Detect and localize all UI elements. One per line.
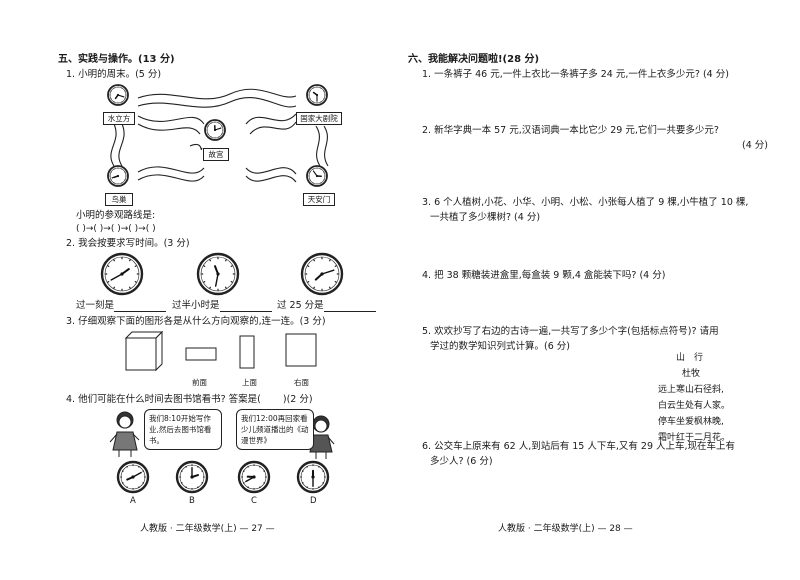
clock-icon	[204, 119, 226, 145]
problem-4-text: 4. 把 38 颗糖装进盒里,每盒装 9 颗,4 盒能装下吗? (4 分)	[422, 270, 666, 281]
problem-3-text: 3. 6 个人植树,小花、小华、小明、小松、小张每人植了 9 棵,小牛植了 10…	[422, 197, 749, 208]
half-hour-past-label: 过半小时是	[172, 300, 272, 312]
route-answer-line[interactable]: ( )→( )→( )→( )→( )	[76, 224, 156, 234]
quarter-past-label: 过一刻是	[76, 300, 167, 312]
poem-line: 远上寒山石径斜,	[658, 385, 724, 395]
answer-blank[interactable]	[219, 301, 272, 312]
clock-icon	[175, 460, 209, 497]
clock-icon	[237, 460, 271, 497]
place-label-palace-museum: 故宫	[203, 148, 229, 161]
poem-line: 霜叶红于二月花。	[658, 433, 731, 443]
place-label-birds-nest: 鸟巢	[105, 193, 133, 206]
place-label-national-theater: 国家大剧院	[296, 112, 342, 125]
poem-line: 白云生处有人家。	[658, 401, 731, 411]
problem-5-text-cont: 学过的数学知识列式计算。(6 分)	[430, 341, 570, 352]
option-a[interactable]: A	[130, 496, 136, 506]
section-5-title: 五、实践与操作。(13 分)	[58, 54, 175, 65]
left-page: 五、实践与操作。(13 分) 1. 小明的周末。(5 分) 水立方 故宫 国家大…	[58, 54, 376, 534]
25-min-past-label: 过 25 分是	[277, 300, 376, 312]
question-3-text: 3. 仔细观察下面的图形各是从什么方向观察的,连一连。(3 分)	[66, 316, 326, 327]
problem-6-text-cont: 多少人? (6 分)	[430, 456, 493, 467]
place-label-water-cube: 水立方	[103, 112, 135, 125]
problem-6-text: 6. 公交车上原来有 62 人,到站后有 15 人下车,又有 29 人上车,现在…	[422, 441, 736, 452]
poem-title: 山 行	[676, 353, 704, 363]
problem-5-text: 5. 欢欢抄写了右边的古诗一遍,一共写了多少个字(包括标点符号)? 请用	[422, 326, 719, 337]
section-6-title: 六、我能解决问题啦!(28 分)	[408, 54, 540, 65]
clock-icon	[300, 252, 344, 299]
clock-icon	[306, 84, 328, 110]
speech-bubble-left: 我们8:10开始写作业,然后去图书馆看书。	[144, 409, 222, 450]
girl-icon	[109, 411, 140, 457]
clock-icon	[107, 84, 129, 110]
clock-icon	[296, 460, 330, 497]
page-footer: 人教版 · 二年级数学(上) — 28 —	[498, 524, 633, 534]
poem-author: 杜牧	[682, 369, 701, 379]
route-label: 小明的参观路线是:	[76, 210, 156, 221]
right-page: 六、我能解决问题啦!(28 分) 1. 一条裤子 46 元,一件上衣比一条裤子多…	[400, 0, 800, 580]
view-label-front: 前面	[192, 378, 207, 387]
view-label-right: 右面	[294, 378, 309, 387]
problem-1-text: 1. 一条裤子 46 元,一件上衣比一条裤子多 24 元,一件上衣多少元? (4…	[422, 69, 729, 80]
page-footer: 人教版 · 二年级数学(上) — 27 —	[140, 524, 275, 534]
answer-blank[interactable]	[114, 301, 167, 312]
girl-icon	[306, 415, 335, 459]
view-shapes	[124, 330, 317, 372]
clock-icon	[100, 252, 144, 299]
answer-blank[interactable]	[323, 301, 376, 312]
clock-icon	[196, 252, 240, 299]
view-label-top: 上面	[242, 378, 257, 387]
option-d[interactable]: D	[310, 496, 317, 506]
route-map	[110, 88, 329, 183]
clock-icon	[116, 460, 150, 497]
problem-2-score: (4 分)	[742, 140, 768, 151]
question-1-text: 1. 小明的周末。(5 分)	[66, 69, 162, 80]
problem-3-text-cont: 一共植了多少棵树? (4 分)	[430, 212, 541, 223]
speech-bubble-right: 我们12:00再回家看少儿频道播出的《动漫世界》	[236, 409, 314, 450]
problem-2-text: 2. 新华字典一本 57 元,汉语词典一本比它少 29 元,它们一共要多少元?	[422, 125, 719, 136]
clock-icon	[107, 165, 129, 191]
question-2-text: 2. 我会按要求写时间。(3 分)	[66, 238, 190, 249]
clock-icon	[306, 165, 328, 191]
poem-line: 停车坐爱枫林晚,	[658, 417, 724, 427]
option-b[interactable]: B	[189, 496, 195, 506]
option-c[interactable]: C	[251, 496, 257, 506]
question-4-text: 4. 他们可能在什么时间去图书馆看书? 答案是()(2 分)	[66, 394, 313, 405]
place-label-tiananmen: 天安门	[303, 193, 335, 206]
